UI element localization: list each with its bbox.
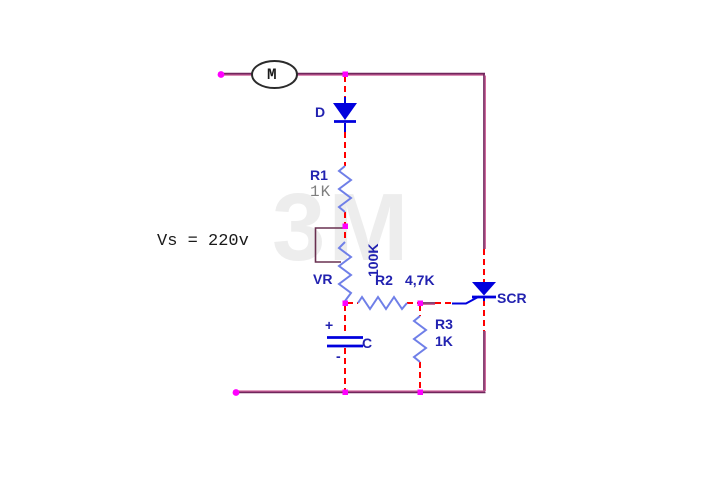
junction-dot	[342, 389, 348, 395]
supply-wire-right	[483, 74, 486, 393]
motor-symbol	[251, 60, 298, 89]
capacitor-minus-sign: -	[336, 348, 341, 364]
scr-label: SCR	[497, 290, 527, 306]
wiper-wire	[314, 227, 344, 263]
vr-label: VR	[313, 271, 333, 287]
r2-label: R2	[375, 272, 393, 288]
capacitor-symbol	[327, 336, 363, 348]
terminal-dot	[217, 71, 225, 78]
capacitor-label: C	[362, 335, 373, 351]
resistor-r1-symbol	[337, 165, 353, 213]
junction-dots	[217, 71, 423, 396]
resistor-zigzag	[337, 165, 353, 213]
junction-dot	[417, 300, 423, 306]
scr-triangle	[472, 282, 496, 296]
junction-dot	[342, 300, 348, 306]
supply-wire-bottom	[236, 390, 486, 394]
gate-wire-stub	[421, 302, 435, 305]
scr-gate-lead	[452, 295, 480, 305]
r2-value: 4,7K	[405, 272, 435, 288]
resistor-r3-symbol	[412, 315, 428, 363]
motor-ellipse	[251, 60, 298, 89]
r1-label: R1	[310, 167, 328, 183]
junction-dot	[417, 389, 423, 395]
resistor-zigzag	[357, 295, 408, 311]
r1-value: 1K	[310, 183, 332, 201]
r3-label: R3	[435, 316, 453, 332]
terminal-dot	[232, 389, 240, 396]
rheostat-vr-symbol	[314, 227, 353, 302]
diode-symbol	[333, 97, 357, 132]
resistor-zigzag	[337, 241, 353, 302]
junction-dot	[342, 71, 348, 77]
resistor-zigzag	[412, 315, 428, 363]
scr-symbol	[452, 282, 496, 305]
capacitor-plus-sign: +	[325, 317, 334, 333]
resistor-r2-symbol	[357, 295, 408, 311]
r3-value: 1K	[435, 333, 453, 349]
diode-triangle	[333, 103, 357, 120]
supply-wire-top	[222, 72, 485, 76]
motor-label: M	[267, 66, 277, 84]
diode-label: D	[315, 104, 326, 120]
junction-dot	[342, 223, 348, 229]
source-voltage-label: Vs = 220v	[157, 232, 249, 251]
